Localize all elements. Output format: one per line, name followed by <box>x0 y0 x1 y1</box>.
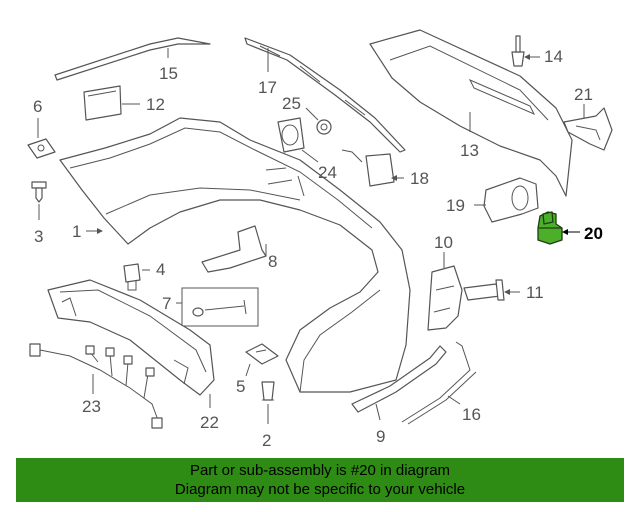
part-15-trim-strip <box>54 37 211 81</box>
callout-15[interactable]: 15 <box>159 64 178 83</box>
callout-8[interactable]: 8 <box>268 252 277 271</box>
part-23-wiring-harness <box>29 343 163 429</box>
part-8-bracket <box>201 225 267 273</box>
part-13-diffuser <box>369 29 573 197</box>
callout-5[interactable]: 5 <box>236 377 245 396</box>
callout-2[interactable]: 2 <box>262 431 271 450</box>
part-16-trim <box>401 341 477 425</box>
part-5-clip <box>245 343 279 365</box>
callout-13[interactable]: 13 <box>460 141 479 160</box>
callout-4[interactable]: 4 <box>156 260 165 279</box>
callout-16[interactable]: 16 <box>462 405 481 424</box>
info-banner: Part or sub-assembly is #20 in diagram D… <box>16 458 624 502</box>
part-9-molding <box>351 345 447 413</box>
callout-10[interactable]: 10 <box>434 233 453 252</box>
part-4-bolt <box>123 263 141 291</box>
callout-3[interactable]: 3 <box>34 227 43 246</box>
banner-line-disclaimer: Diagram may not be specific to your vehi… <box>174 481 466 498</box>
part-14-push-pin <box>511 35 525 67</box>
part-22-absorber <box>47 279 215 396</box>
part-18-sensor-bracket <box>341 149 395 187</box>
part-7-bolt-kit <box>181 287 259 327</box>
callout-14[interactable]: 14 <box>544 47 563 66</box>
part-6-clip <box>27 138 56 159</box>
callout-25[interactable]: 25 <box>282 94 301 113</box>
banner-line-part: Part or sub-assembly is #20 in diagram <box>189 462 451 479</box>
part-24-sensor <box>277 117 305 153</box>
part-3-screw <box>31 181 47 203</box>
part-11-rivet <box>463 279 505 301</box>
callout-17[interactable]: 17 <box>258 78 277 97</box>
callout-22[interactable]: 22 <box>200 413 219 432</box>
callout-23[interactable]: 23 <box>82 397 101 416</box>
part-2-screw <box>261 381 275 401</box>
callout-21[interactable]: 21 <box>574 85 593 104</box>
callout-19[interactable]: 19 <box>446 196 465 215</box>
part-20-highlighted[interactable] <box>537 211 563 245</box>
part-25-washer <box>316 119 332 135</box>
part-19-housing <box>483 177 539 223</box>
callout-6[interactable]: 6 <box>33 97 42 116</box>
part-1-bumper-cover <box>59 117 411 393</box>
part-12-reflector <box>83 85 122 121</box>
callout-7[interactable]: 7 <box>162 294 171 313</box>
part-10-side-bracket <box>427 265 463 331</box>
parts-diagram: 15 17 12 6 3 1 4 <box>27 29 613 450</box>
part-21-bracket <box>563 107 613 151</box>
callout-1[interactable]: 1 <box>72 222 81 241</box>
callout-11[interactable]: 11 <box>526 283 544 302</box>
callout-18[interactable]: 18 <box>410 169 429 188</box>
callout-24[interactable]: 24 <box>318 163 337 182</box>
callout-20[interactable]: 20 <box>584 224 603 243</box>
callout-12[interactable]: 12 <box>146 95 165 114</box>
callout-9[interactable]: 9 <box>376 427 385 446</box>
part-17-spoiler-strip <box>244 37 406 153</box>
